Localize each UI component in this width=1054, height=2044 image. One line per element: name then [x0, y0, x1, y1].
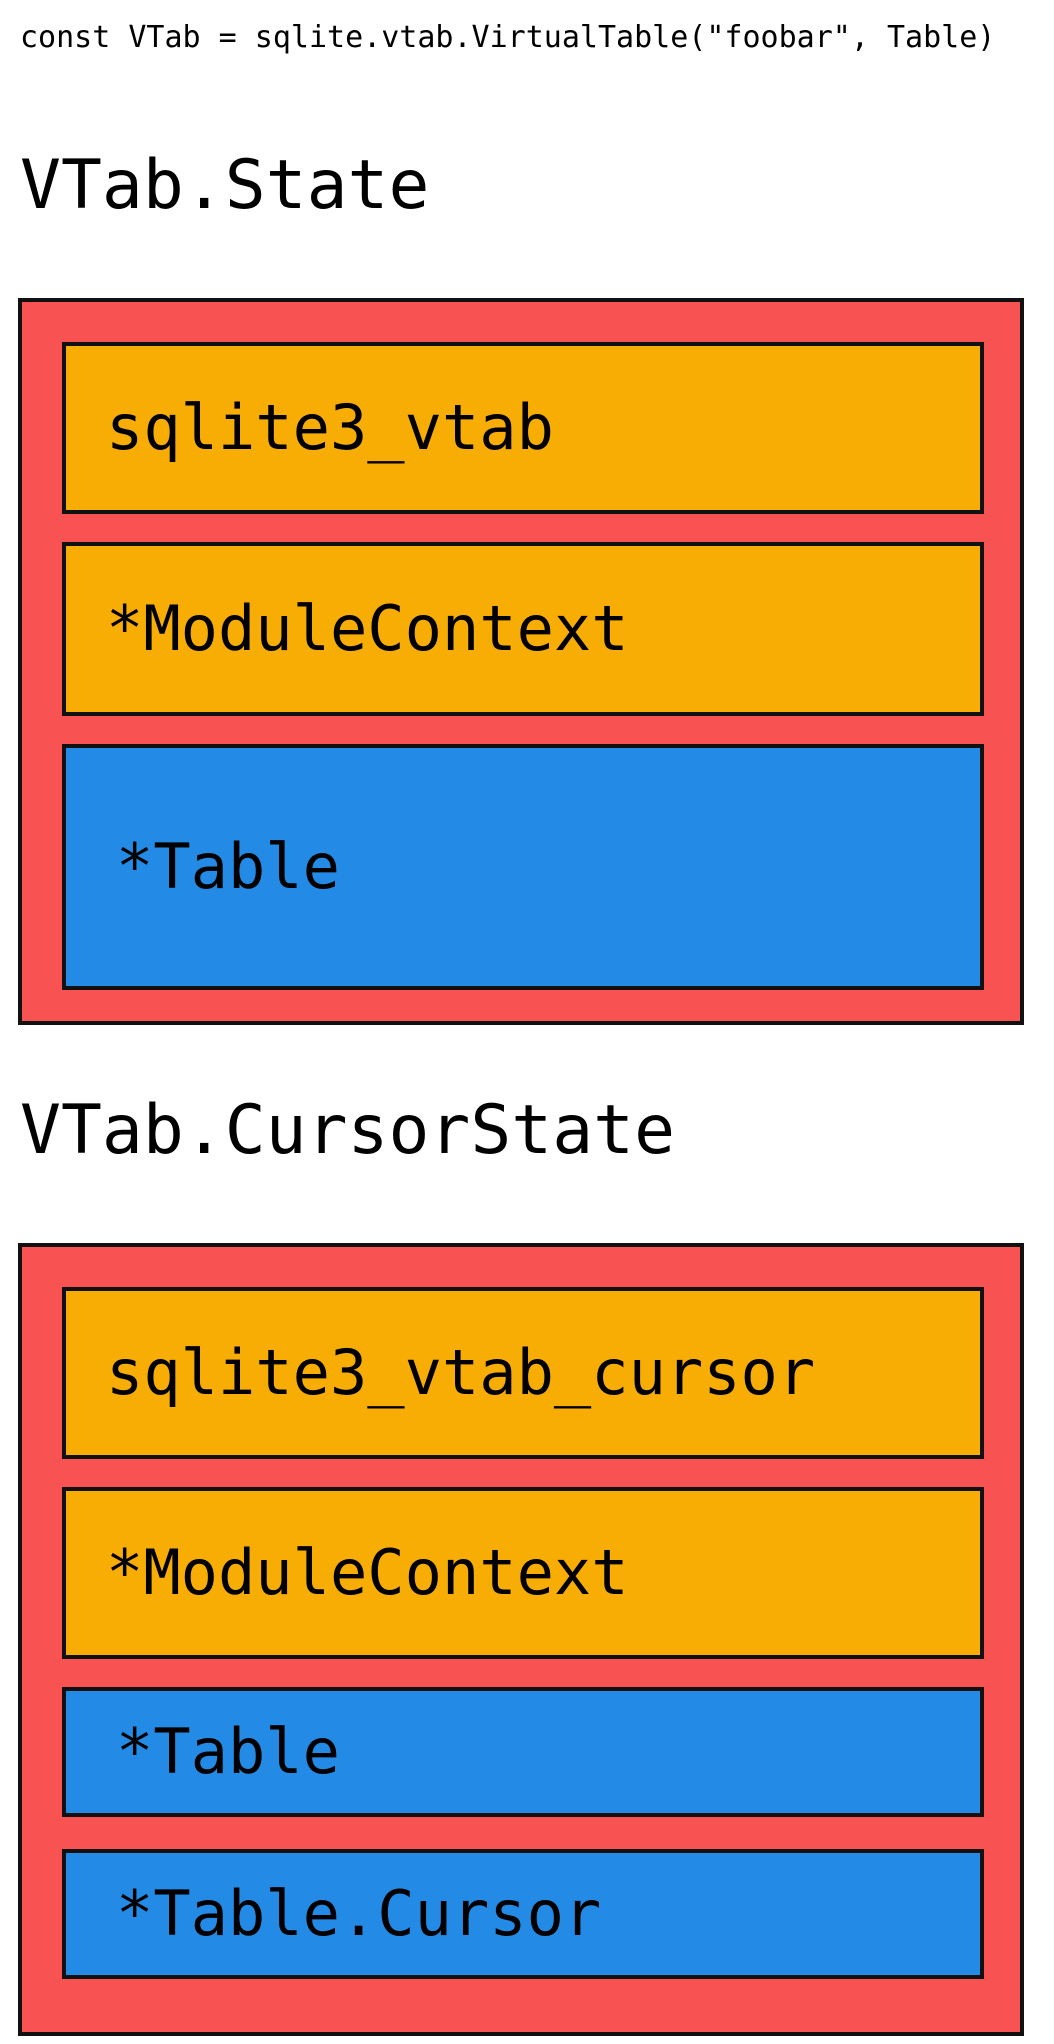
field-label: sqlite3_vtab_cursor [106, 1336, 816, 1409]
field-table-pointer: *Table [62, 1687, 984, 1817]
field-module-context: *ModuleContext [62, 1487, 984, 1659]
field-label: *Table.Cursor [116, 1877, 602, 1950]
field-sqlite3-vtab: sqlite3_vtab [62, 342, 984, 514]
state-struct-box: sqlite3_vtab *ModuleContext *Table [18, 298, 1024, 1025]
field-label: sqlite3_vtab [106, 391, 554, 464]
code-declaration: const VTab = sqlite.vtab.VirtualTable("f… [20, 20, 996, 55]
field-table-cursor-pointer: *Table.Cursor [62, 1849, 984, 1979]
field-module-context: *ModuleContext [62, 542, 984, 716]
field-label: *Table [116, 1715, 340, 1788]
field-label: *Table [116, 830, 340, 903]
field-sqlite3-vtab-cursor: sqlite3_vtab_cursor [62, 1287, 984, 1459]
field-table-pointer: *Table [62, 744, 984, 990]
state-struct-title: VTab.State [20, 146, 430, 225]
cursor-state-struct-title: VTab.CursorState [20, 1091, 676, 1170]
field-label: *ModuleContext [106, 592, 629, 665]
cursor-state-struct-box: sqlite3_vtab_cursor *ModuleContext *Tabl… [18, 1243, 1024, 2036]
field-label: *ModuleContext [106, 1536, 629, 1609]
